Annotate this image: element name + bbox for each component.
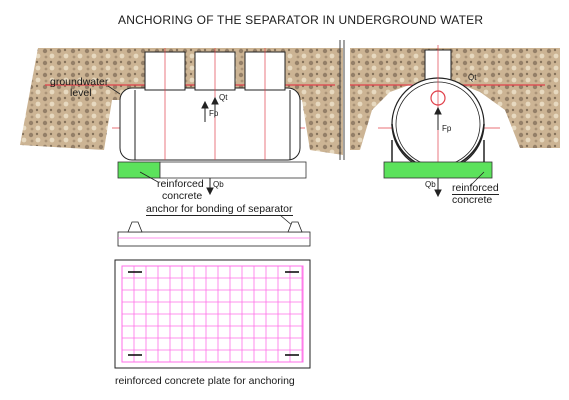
symbol-fp-left: Fp [209,109,219,118]
up-arrow-icon [211,96,219,105]
plate-caption: reinforced concrete plate for anchoring [115,375,295,387]
groundwater-label-2: level [70,87,92,99]
symbol-qt-left: Qt [219,93,228,102]
symbol-qt-right: Qt [468,73,477,82]
diagram-title: ANCHORING OF THE SEPARATOR IN UNDERGROUN… [118,13,484,27]
anchor-beam-elevation [117,221,311,247]
down-arrow-icon [206,187,214,196]
concrete-slab-left [117,161,307,179]
anchor-plate-plan [114,259,311,369]
force-arrows [201,96,442,198]
symbol-fp-right: Fp [442,124,452,133]
anchor-straps-right [391,140,485,162]
symbol-qb-right: Qb [425,180,436,189]
reinforced-concrete-left: reinforced [157,178,204,190]
section-cut [339,40,345,160]
anchor-caption: anchor for bonding of separator [146,203,293,216]
symbol-qb-left: Qb [213,180,224,189]
reinforced-concrete-right-2: concrete [452,194,493,206]
separator-tank-side [119,51,301,161]
groundwater-label: groundwater [50,76,109,88]
reinforced-concrete-right: reinforced [452,182,499,195]
reinforcement-mesh [122,266,303,362]
concrete-slab-right [383,161,493,179]
reinforced-concrete-left-2: concrete [162,190,203,202]
anchor-bars [128,271,299,356]
